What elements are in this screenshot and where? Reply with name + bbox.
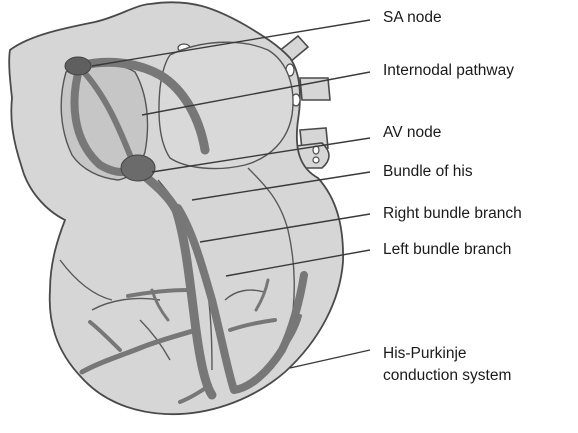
label-av-node: AV node: [383, 123, 441, 142]
label-his-purkinje-line1: His-Purkinje: [383, 344, 467, 363]
label-his-purkinje-line2: conduction system: [383, 366, 511, 385]
sa-node: [65, 57, 91, 75]
label-internodal-pathway: Internodal pathway: [383, 61, 514, 80]
label-right-bundle-branch: Right bundle branch: [383, 204, 522, 223]
label-left-bundle-branch: Left bundle branch: [383, 240, 511, 259]
av-node: [121, 155, 155, 181]
label-bundle-of-his: Bundle of his: [383, 162, 473, 181]
label-sa-node: SA node: [383, 8, 442, 27]
left-atrium-outline: [159, 42, 293, 168]
